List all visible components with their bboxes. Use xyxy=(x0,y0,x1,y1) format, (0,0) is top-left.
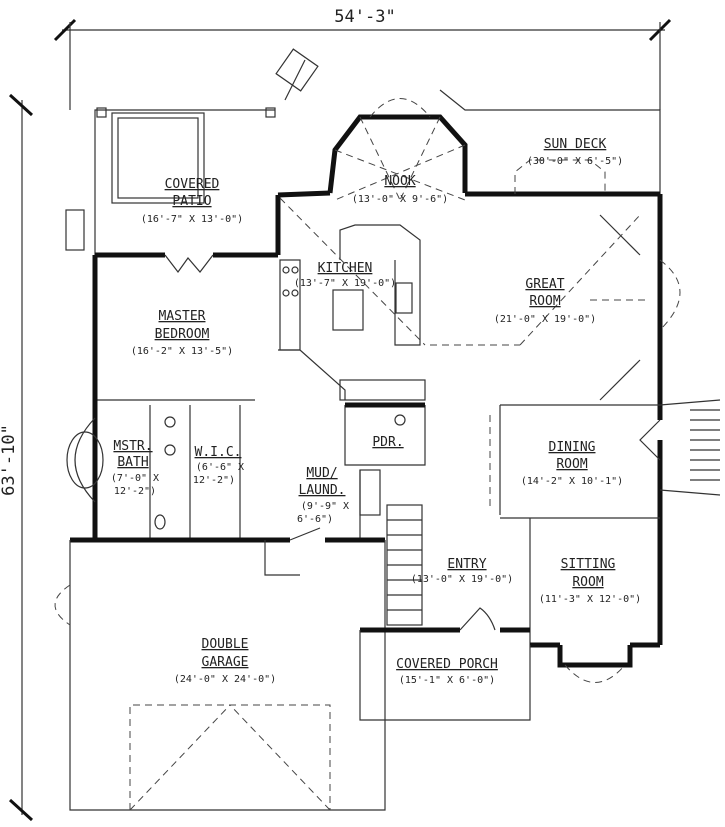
depth-dimension-line xyxy=(8,93,34,822)
svg-text:MSTR.: MSTR. xyxy=(113,439,152,454)
svg-text:DINING: DINING xyxy=(549,440,596,455)
svg-text:GARAGE: GARAGE xyxy=(202,655,249,670)
svg-text:(24'-0" X 24'-0"): (24'-0" X 24'-0") xyxy=(174,674,276,685)
room-entry: ENTRY (13'-0" X 19'-0") xyxy=(411,557,513,585)
svg-text:(21'-0" X 19'-0"): (21'-0" X 19'-0") xyxy=(494,314,596,325)
svg-text:MASTER: MASTER xyxy=(159,309,206,324)
room-mud-laund: MUD/ LAUND. (9'-9" X 6'-6") xyxy=(297,466,349,525)
svg-text:(13'-7" X 19'-0"): (13'-7" X 19'-0") xyxy=(294,278,396,289)
svg-text:(13'-0" X 9'-6"): (13'-0" X 9'-6") xyxy=(352,194,448,205)
svg-text:(11'-3" X 12'-0"): (11'-3" X 12'-0") xyxy=(539,594,641,605)
svg-text:COVERED PORCH: COVERED PORCH xyxy=(396,657,498,672)
svg-text:(16'-7" X 13'-0"): (16'-7" X 13'-0") xyxy=(141,214,243,225)
room-double-garage: DOUBLE GARAGE (24'-0" X 24'-0") xyxy=(174,637,276,685)
svg-text:PATIO: PATIO xyxy=(172,194,211,209)
room-kitchen: KITCHEN (13'-7" X 19'-0") xyxy=(294,261,396,289)
room-sun-deck: SUN DECK (30'-0" X 6'-5") xyxy=(527,137,623,167)
width-dimension-line xyxy=(53,18,672,110)
svg-text:6'-6"): 6'-6") xyxy=(297,514,333,525)
svg-text:(7'-0" X: (7'-0" X xyxy=(111,473,159,484)
svg-text:(6'-6" X: (6'-6" X xyxy=(196,462,244,473)
room-great-room: GREAT ROOM (21'-0" X 19'-0") xyxy=(494,277,596,325)
room-covered-porch: COVERED PORCH (15'-1" X 6'-0") xyxy=(396,657,498,686)
depth-dimension: 63'-10" xyxy=(0,424,19,496)
room-dining-room: DINING ROOM (14'-2" X 10'-1") xyxy=(521,440,623,487)
svg-text:KITCHEN: KITCHEN xyxy=(318,261,373,276)
room-wic: W.I.C. (6'-6" X 12'-2") xyxy=(193,445,244,486)
svg-text:(15'-1" X 6'-0"): (15'-1" X 6'-0") xyxy=(399,675,495,686)
svg-text:BATH: BATH xyxy=(117,455,148,470)
room-master-bedroom: MASTER BEDROOM (16'-2" X 13'-5") xyxy=(131,309,233,357)
svg-text:BEDROOM: BEDROOM xyxy=(155,327,210,342)
svg-text:(14'-2" X 10'-1"): (14'-2" X 10'-1") xyxy=(521,476,623,487)
svg-text:(16'-2" X 13'-5"): (16'-2" X 13'-5") xyxy=(131,346,233,357)
svg-text:(9'-9" X: (9'-9" X xyxy=(301,501,349,512)
room-nook: NOOK (13'-0" X 9'-6") xyxy=(352,174,448,205)
svg-text:ROOM: ROOM xyxy=(572,575,603,590)
svg-text:MUD/: MUD/ xyxy=(306,466,337,481)
room-covered-patio: COVERED PATIO (16'-7" X 13'-0") xyxy=(141,177,243,225)
svg-text:SITTING: SITTING xyxy=(561,557,616,572)
room-pdr: PDR. xyxy=(372,435,403,450)
svg-text:GREAT: GREAT xyxy=(525,277,564,292)
svg-text:12'-2"): 12'-2") xyxy=(114,486,156,497)
svg-text:NOOK: NOOK xyxy=(384,174,415,189)
svg-text:ROOM: ROOM xyxy=(556,457,587,472)
room-sitting-room: SITTING ROOM (11'-3" X 12'-0") xyxy=(539,557,641,605)
svg-text:(30'-0" X 6'-5"): (30'-0" X 6'-5") xyxy=(527,156,623,167)
room-master-bath: MSTR. BATH (7'-0" X 12'-2") xyxy=(111,439,159,497)
walls xyxy=(54,48,721,811)
svg-text:LAUND.: LAUND. xyxy=(299,483,346,498)
svg-text:COVERED: COVERED xyxy=(165,177,220,192)
svg-text:12'-2"): 12'-2") xyxy=(193,475,235,486)
width-dimension: 54'-3" xyxy=(334,7,395,27)
svg-text:ROOM: ROOM xyxy=(529,294,560,309)
svg-text:W.I.C.: W.I.C. xyxy=(195,445,242,460)
svg-text:ENTRY: ENTRY xyxy=(447,557,486,572)
svg-text:DOUBLE: DOUBLE xyxy=(202,637,249,652)
svg-text:(13'-0" X 19'-0"): (13'-0" X 19'-0") xyxy=(411,574,513,585)
svg-text:PDR.: PDR. xyxy=(372,435,403,450)
svg-text:SUN DECK: SUN DECK xyxy=(544,137,607,152)
